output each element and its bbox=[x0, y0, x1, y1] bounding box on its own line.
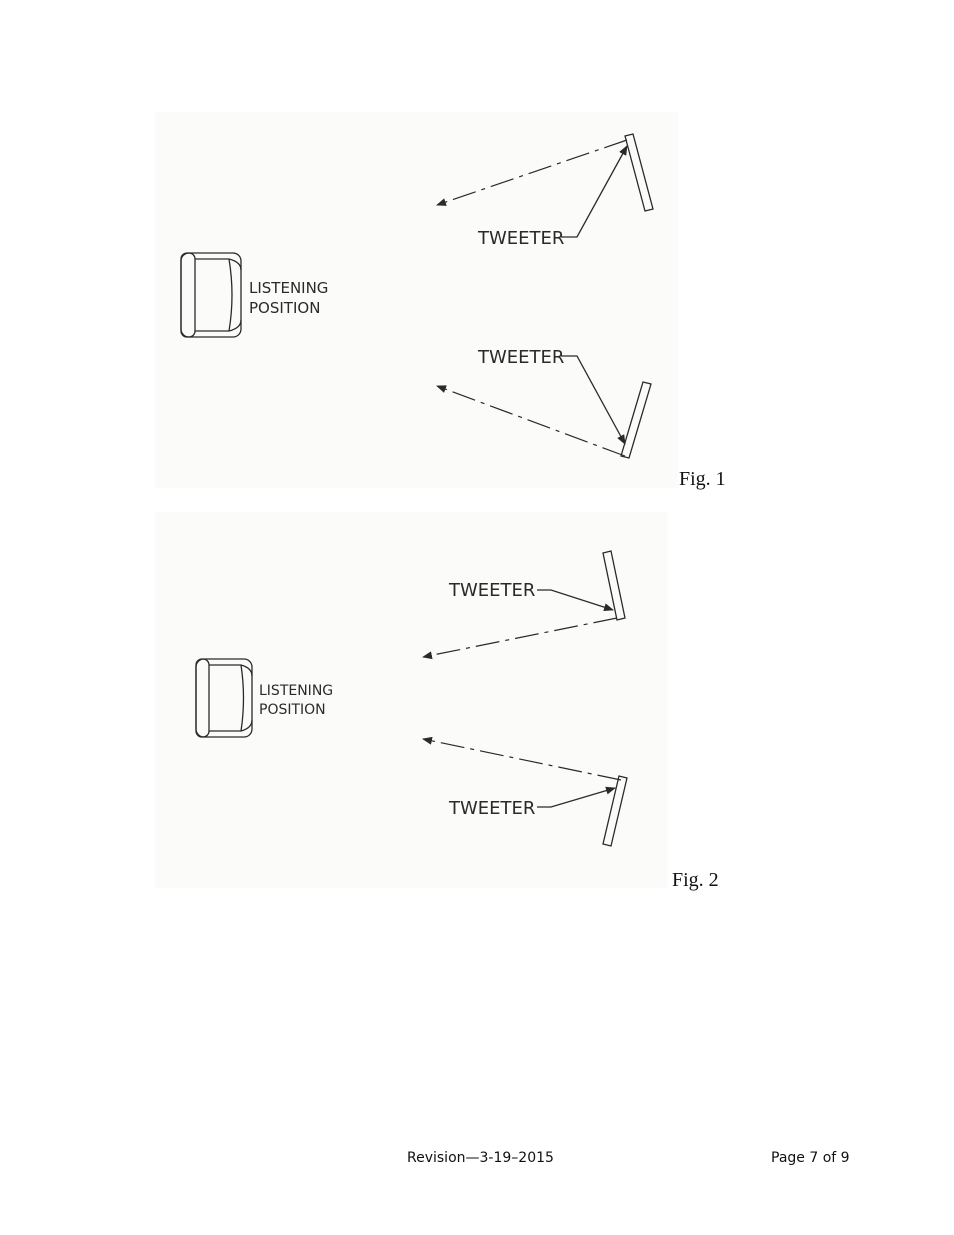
figure-1-svg: LISTENING POSITION TWEETER TWEETER bbox=[180, 133, 654, 459]
tweeter-label-bottom: TWEETER bbox=[477, 347, 564, 368]
sound-ray-top bbox=[436, 139, 628, 206]
figure-2-svg: LISTENING POSITION TWEETER TWEETER bbox=[195, 550, 628, 847]
sound-ray-top bbox=[422, 617, 618, 660]
figure-1-drawing: LISTENING POSITION TWEETER TWEETER bbox=[155, 112, 678, 488]
tweeter-leader-top bbox=[537, 589, 614, 612]
listening-label-1: LISTENING bbox=[249, 279, 328, 297]
page-number: Page 7 of 9 bbox=[771, 1150, 850, 1166]
figure-1-caption: Fig. 1 bbox=[679, 468, 726, 490]
tweeter-label-top: TWEETER bbox=[477, 228, 564, 249]
sound-ray-bottom bbox=[436, 385, 626, 457]
speaker-top-icon bbox=[624, 133, 654, 212]
sound-ray-bottom bbox=[422, 736, 622, 781]
tweeter-leader-bottom bbox=[561, 355, 626, 445]
tweeter-leader-top bbox=[561, 145, 628, 238]
position-label-1: POSITION bbox=[249, 299, 320, 317]
figure-2-caption: Fig. 2 bbox=[672, 869, 719, 891]
position-label-2: POSITION bbox=[259, 702, 326, 718]
chair-icon bbox=[180, 252, 242, 338]
revision-date: Revision—3-19–2015 bbox=[407, 1150, 554, 1166]
tweeter-label-bottom: TWEETER bbox=[448, 798, 535, 819]
speaker-bottom-icon bbox=[602, 775, 628, 847]
tweeter-leader-bottom bbox=[537, 786, 616, 808]
listening-label-2: LISTENING bbox=[259, 683, 333, 699]
speaker-top-icon bbox=[602, 550, 626, 621]
chair-icon bbox=[195, 658, 253, 738]
speaker-bottom-icon bbox=[620, 381, 652, 459]
figure-2-drawing: LISTENING POSITION TWEETER TWEETER bbox=[155, 512, 667, 888]
tweeter-label-top: TWEETER bbox=[448, 580, 535, 601]
